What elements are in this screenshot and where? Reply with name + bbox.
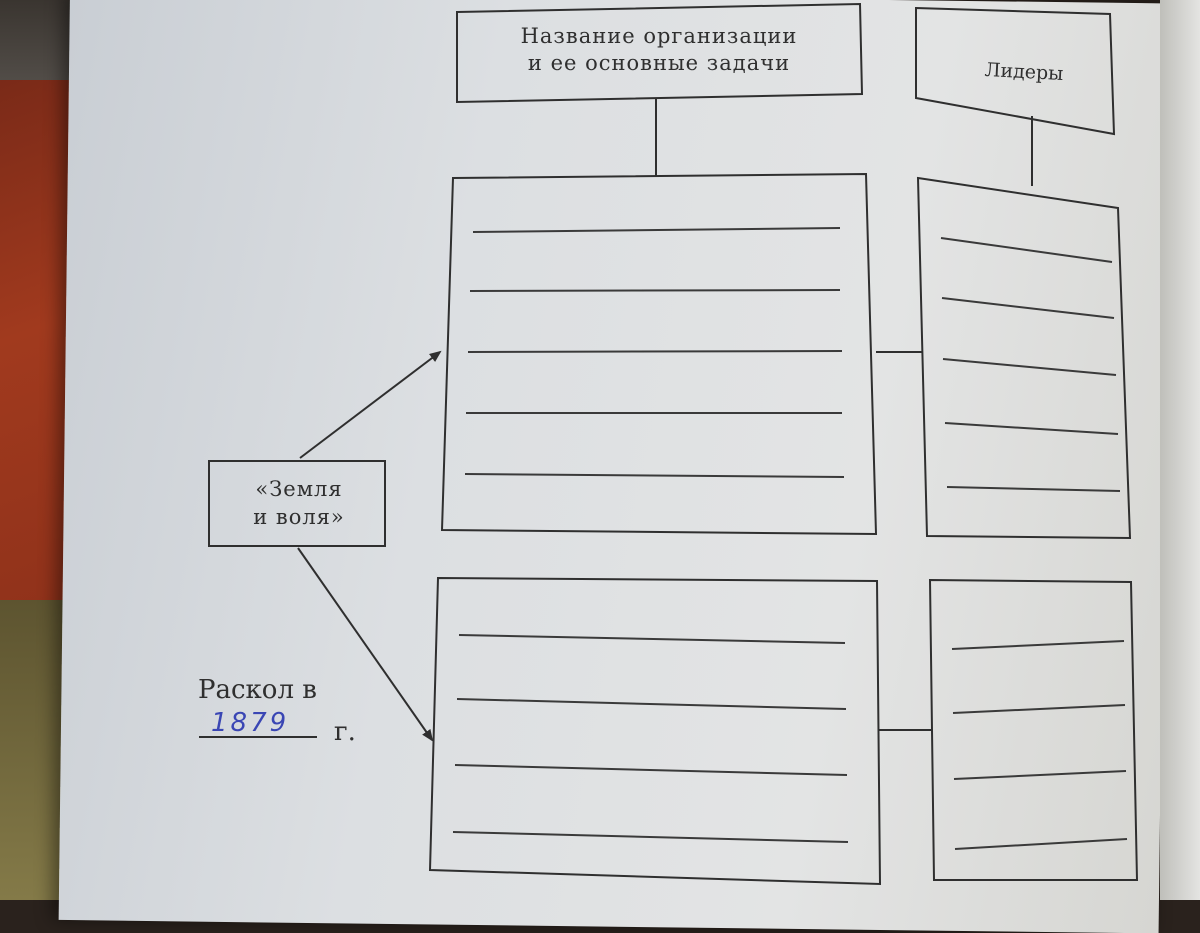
diagram: Название организации и ее основные задач… <box>198 2 1139 886</box>
arrow-to-top <box>299 350 442 459</box>
leaders-box-top[interactable] <box>916 176 1132 540</box>
arrow-to-bottom <box>297 547 434 742</box>
write-line[interactable] <box>940 237 1113 263</box>
split-year-suffix: г. <box>334 717 356 747</box>
write-line[interactable] <box>946 486 1121 492</box>
header-org-line1: Название организации <box>521 24 798 48</box>
page-edge <box>1160 0 1200 900</box>
write-line[interactable] <box>942 358 1117 376</box>
write-line[interactable] <box>954 838 1128 850</box>
write-line[interactable] <box>454 764 848 776</box>
write-line[interactable] <box>953 770 1127 780</box>
org-box-top[interactable] <box>440 172 878 536</box>
write-line[interactable] <box>941 297 1115 319</box>
source-box-line2: и воля» <box>253 505 345 529</box>
write-line[interactable] <box>472 227 841 233</box>
write-line[interactable] <box>467 350 843 353</box>
write-line[interactable] <box>944 422 1119 435</box>
write-line[interactable] <box>452 831 849 843</box>
write-line[interactable] <box>952 704 1126 714</box>
header-leaders-label: Лидеры <box>984 59 1064 85</box>
header-org-box <box>456 2 864 104</box>
source-box-line1: «Земля <box>255 477 342 501</box>
source-box <box>208 460 386 547</box>
header-leaders-box <box>915 6 1116 136</box>
leaders-box-bottom[interactable] <box>928 578 1139 881</box>
write-line[interactable] <box>951 640 1125 650</box>
write-line[interactable] <box>456 698 847 710</box>
write-line[interactable] <box>469 289 841 292</box>
write-line[interactable] <box>458 634 846 644</box>
split-label: Раскол в <box>198 675 317 705</box>
header-org-line2: и ее основные задачи <box>528 51 790 75</box>
org-box-bottom[interactable] <box>428 576 882 886</box>
split-year-handwritten: 1879 <box>211 708 289 738</box>
write-line[interactable] <box>464 473 845 478</box>
